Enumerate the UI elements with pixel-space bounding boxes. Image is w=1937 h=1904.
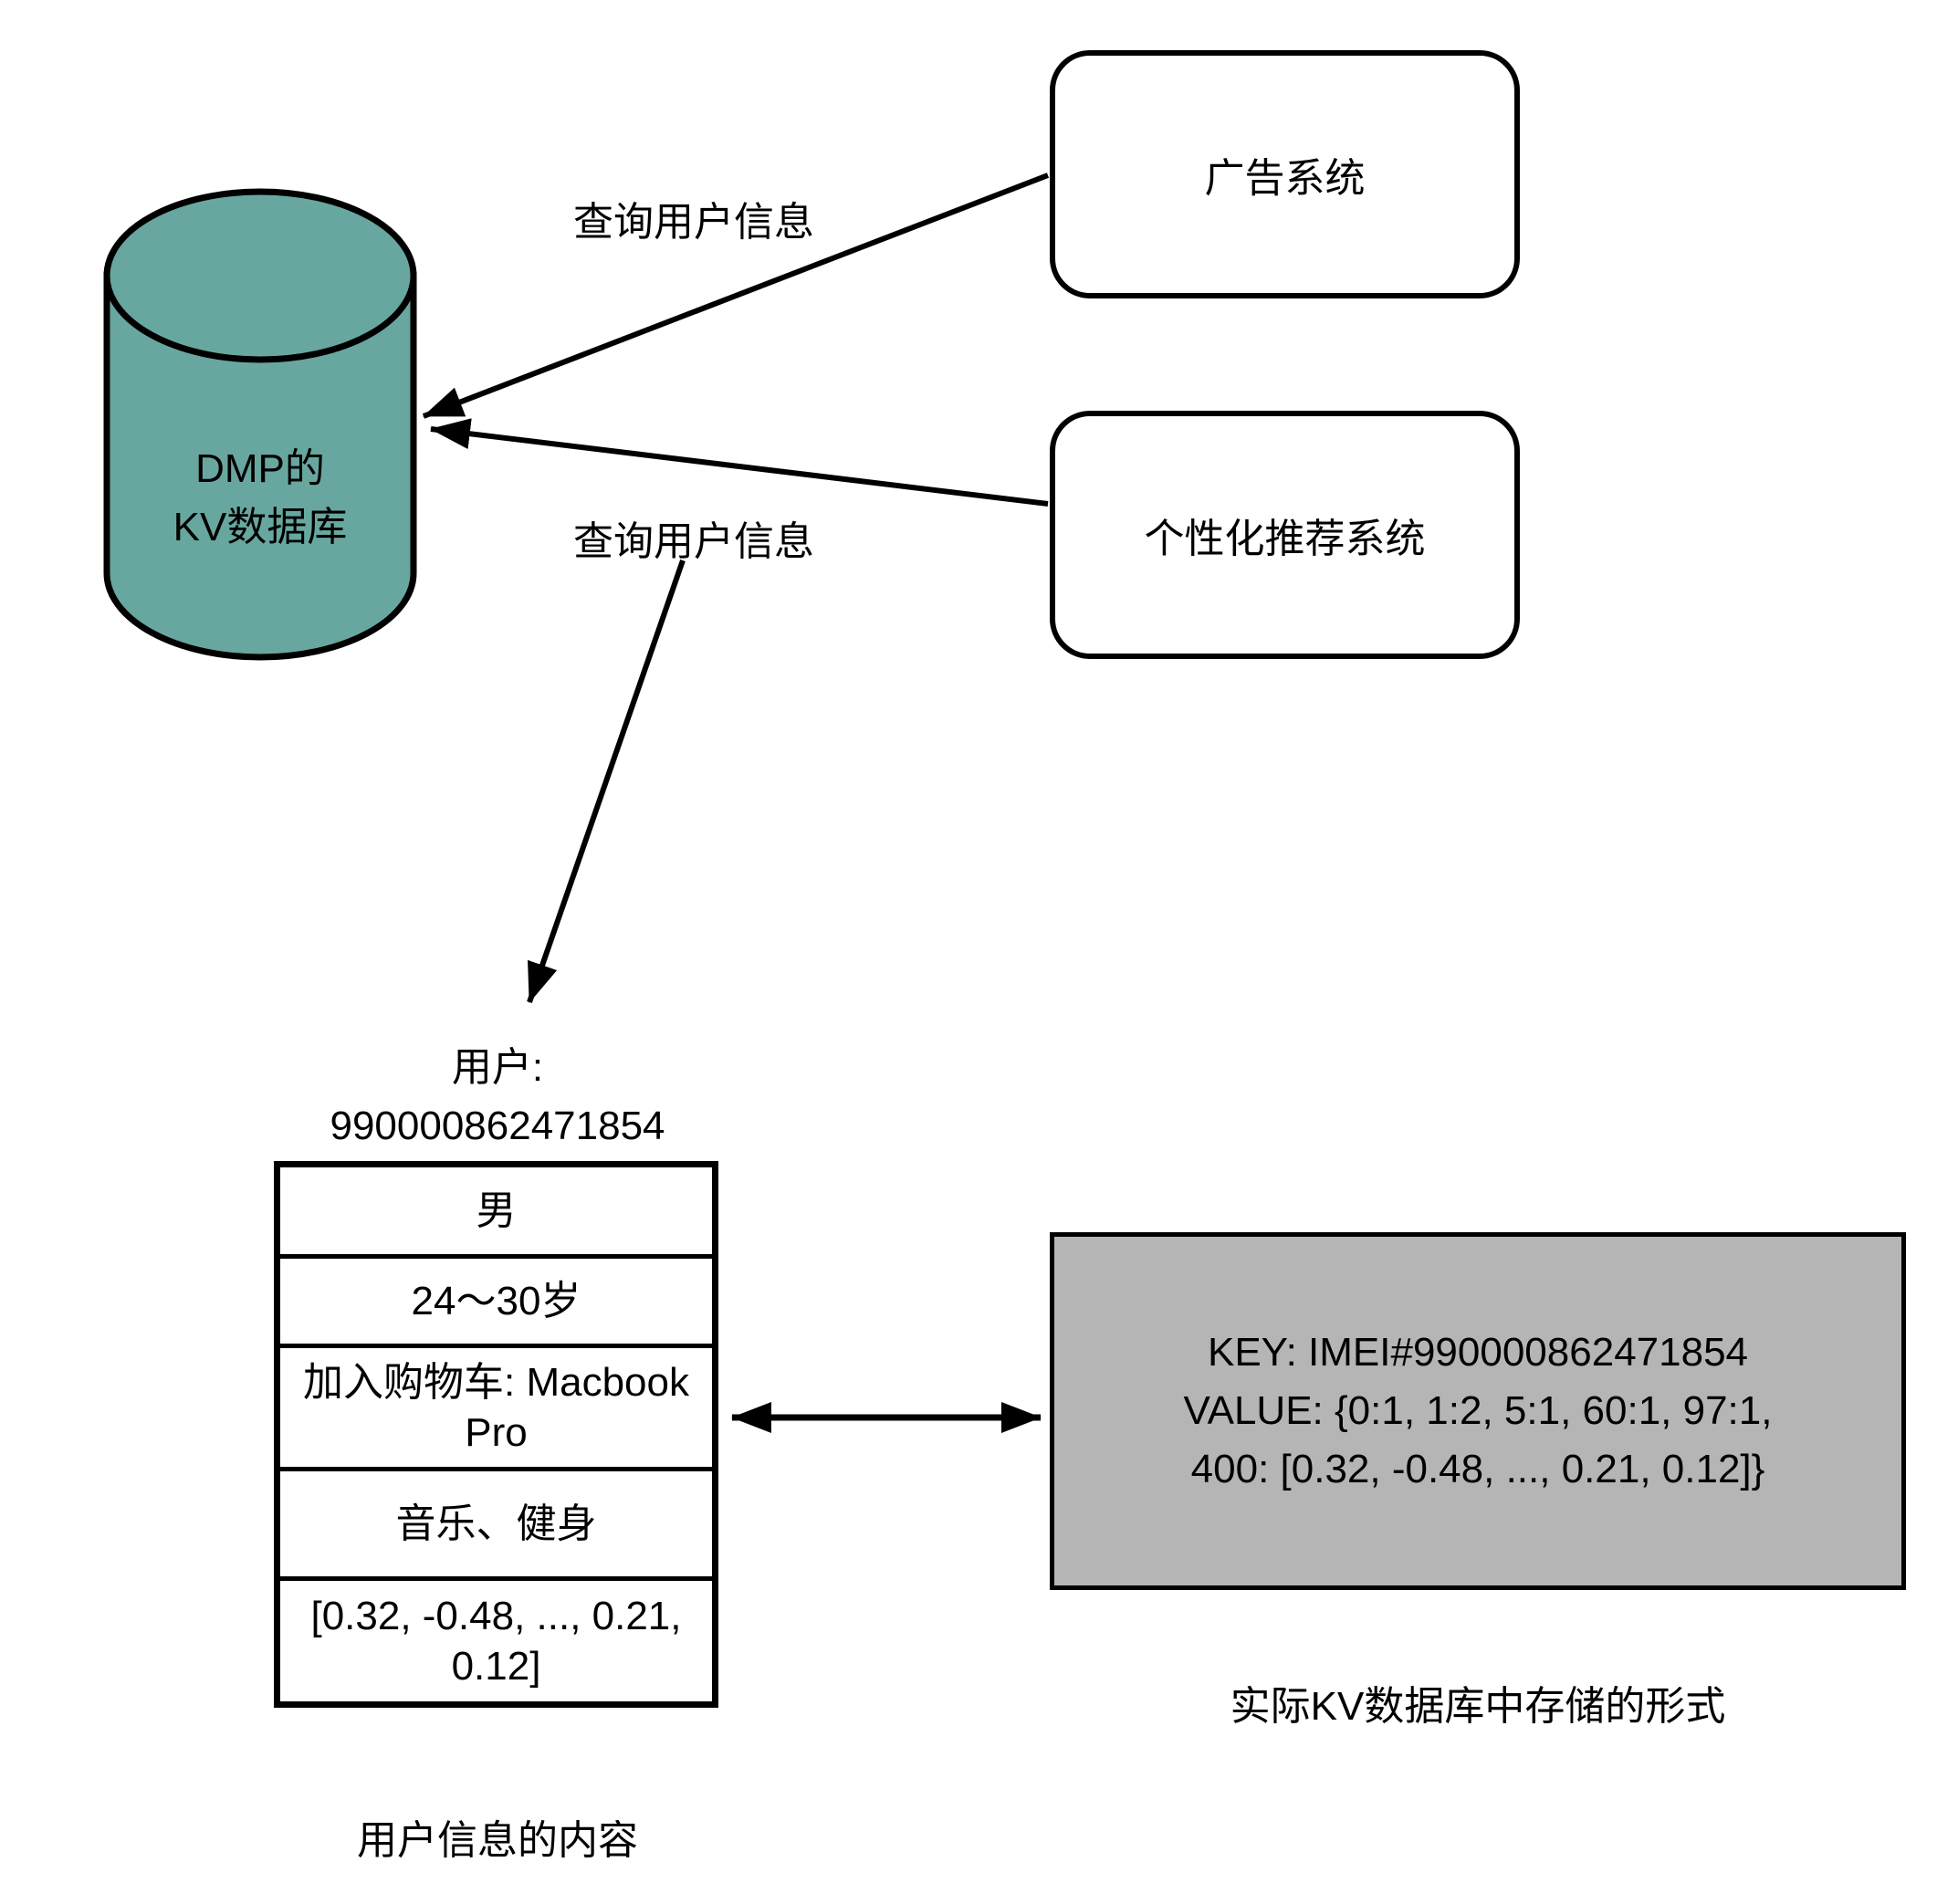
query-user-info-label-bottom: 查询用户信息: [573, 519, 814, 564]
kv-storage-caption: 实际KV数据库中存储的形式: [1230, 1684, 1726, 1729]
arrow-query-to-user-info: [527, 560, 686, 1003]
kv-storage-box: KEY: IMEI#990000862471854 VALUE: {0:1, 1…: [1050, 1232, 1906, 1590]
user-info-table: 男 24～30岁 加入购物车: Macbook Pro 音乐、健身 [0.32,…: [274, 1161, 718, 1708]
user-row-gender: 男: [280, 1167, 712, 1259]
db-label-line2: KV数据库: [173, 504, 348, 549]
kv-value-line1: VALUE: {0:1, 1:2, 5:1, 60:1, 97:1,: [1183, 1388, 1773, 1434]
user-table-caption: 用户信息的内容: [357, 1818, 638, 1863]
user-header-line2: 990000862471854: [330, 1103, 665, 1148]
ad-system-node: 广告系统: [1050, 50, 1520, 298]
user-row-vector: [0.32, -0.48, ..., 0.21, 0.12]: [310, 1594, 682, 1689]
user-row-cart: 加入购物车: Macbook Pro: [280, 1348, 712, 1471]
kv-value-line2: 400: [0.32, -0.48, ..., 0.21, 0.12]}: [1190, 1446, 1765, 1491]
user-row-age: 24～30岁: [280, 1259, 712, 1348]
user-row-interests: 音乐、健身: [280, 1471, 712, 1581]
arrow-rec-system-to-db: [430, 418, 1049, 507]
kv-database-cylinder: [103, 188, 417, 661]
user-header-line1: 用户:: [451, 1045, 544, 1090]
recommendation-system-label: 个性化推荐系统: [1144, 517, 1426, 561]
cylinder-top: [103, 188, 417, 363]
query-user-info-label-top: 查询用户信息: [573, 200, 814, 245]
db-label-line1: DMP的: [195, 446, 325, 491]
ad-system-label: 广告系统: [1204, 156, 1366, 201]
db-cylinder-label: DMP的 KV数据库: [107, 440, 414, 557]
recommendation-system-node: 个性化推荐系统: [1050, 411, 1520, 659]
kv-key-line: KEY: IMEI#990000862471854: [1207, 1330, 1749, 1376]
user-id-header: 用户: 990000862471854: [265, 1039, 730, 1156]
